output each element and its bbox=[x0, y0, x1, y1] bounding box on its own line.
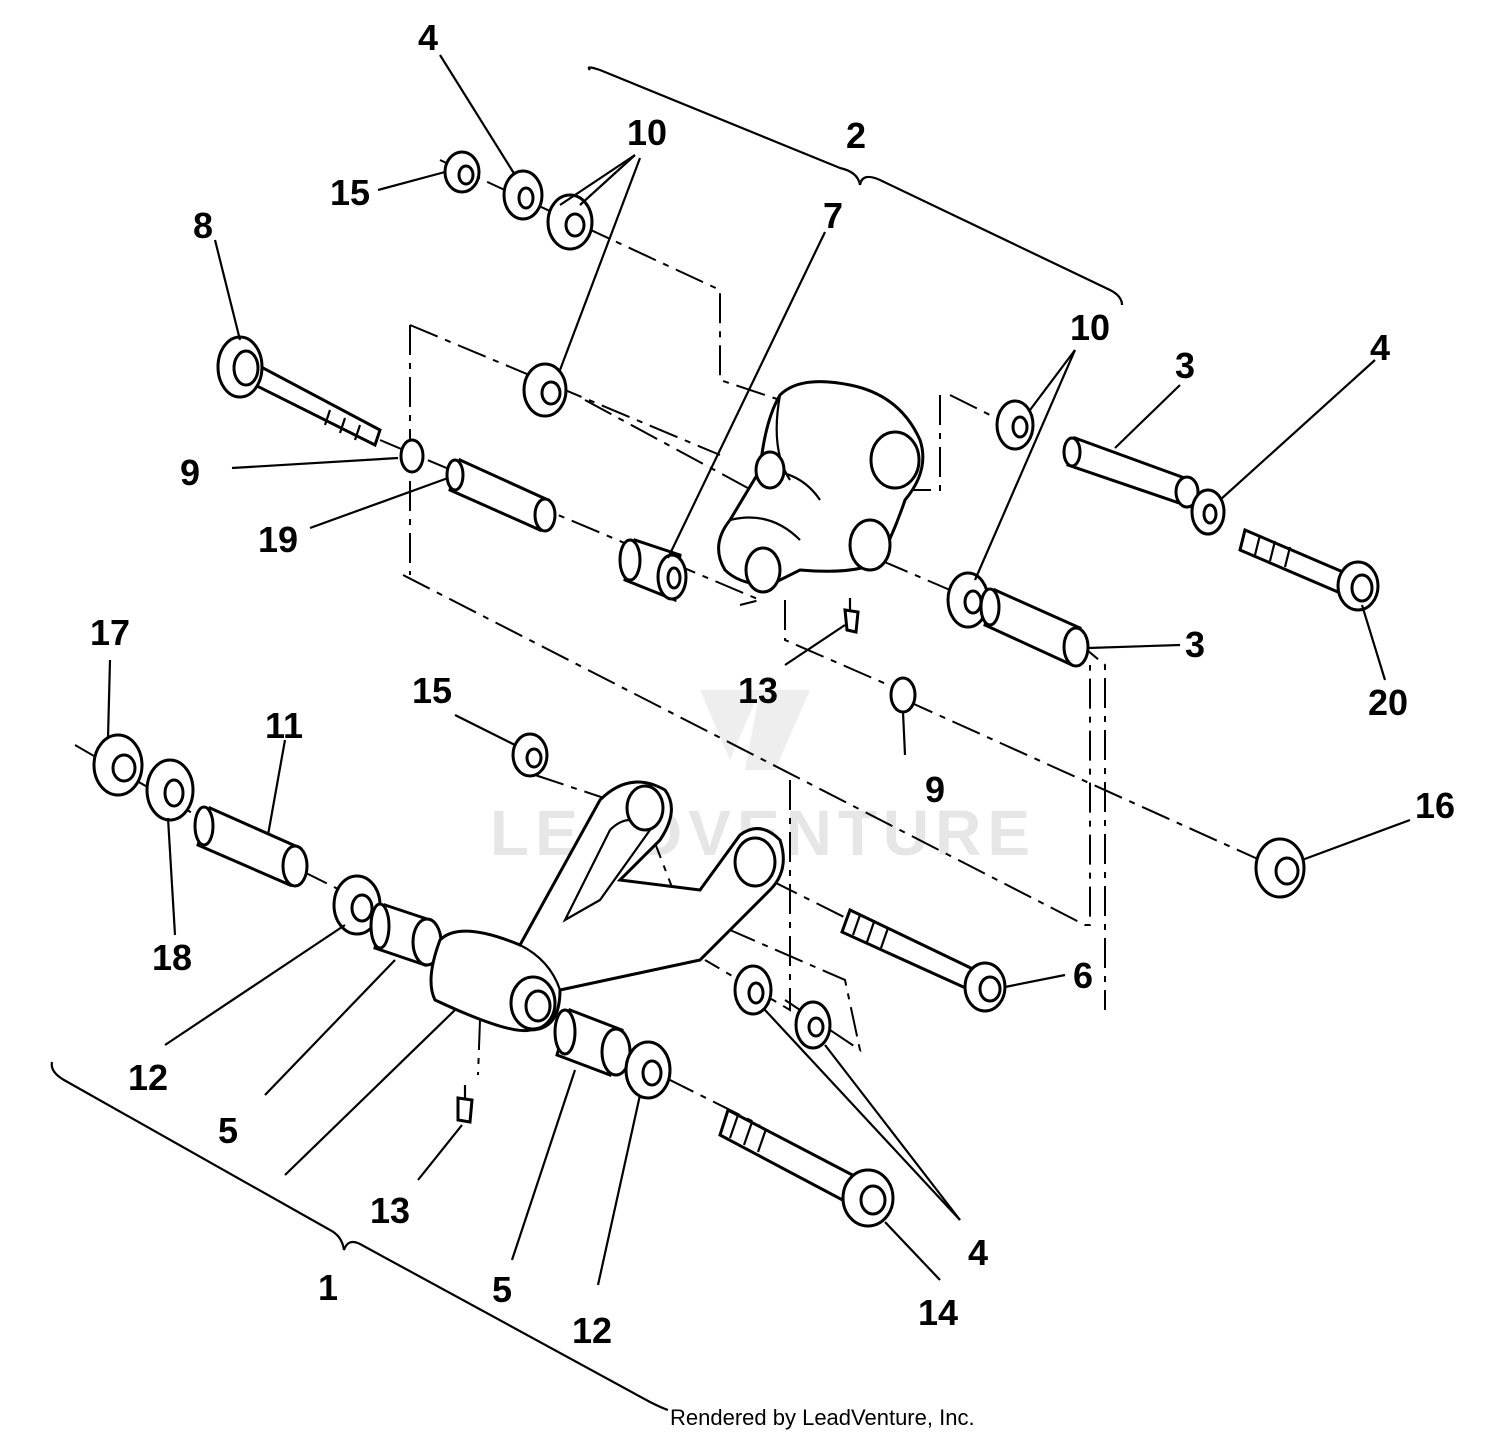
callout-10: 10 bbox=[1070, 307, 1110, 348]
washer-4-right bbox=[1190, 488, 1226, 536]
bushing-7 bbox=[618, 538, 688, 603]
callout-3: 3 bbox=[1175, 345, 1195, 386]
nut-17 bbox=[92, 733, 144, 797]
leader-lines bbox=[106, 54, 1411, 1286]
sleeve-3-lower bbox=[979, 587, 1090, 668]
sleeve-19 bbox=[445, 457, 557, 533]
callout-12: 12 bbox=[572, 1310, 612, 1351]
ring-9-lower bbox=[889, 676, 917, 714]
footer-credit: Rendered by LeadVenture, Inc. bbox=[670, 1405, 975, 1430]
callout-16: 16 bbox=[1415, 785, 1455, 826]
sleeve-11 bbox=[193, 805, 309, 888]
callout-9: 9 bbox=[180, 452, 200, 493]
callout-11: 11 bbox=[265, 705, 303, 746]
callout-12: 12 bbox=[128, 1057, 168, 1098]
callout-19: 19 bbox=[258, 519, 298, 560]
callout-4: 4 bbox=[968, 1232, 988, 1273]
washer-4-lower-a bbox=[733, 964, 773, 1016]
washer-18 bbox=[145, 758, 195, 822]
bolt-14 bbox=[718, 1107, 895, 1228]
callout-15: 15 bbox=[330, 172, 370, 213]
washer-4-lower-b bbox=[794, 1000, 832, 1050]
nut-16 bbox=[1254, 837, 1306, 899]
spacer-5-upper bbox=[369, 902, 443, 968]
sleeve-3-upper bbox=[1062, 436, 1200, 509]
callout-4: 4 bbox=[418, 17, 438, 58]
bolt-8 bbox=[216, 335, 382, 448]
grease-fitting-13-upper bbox=[843, 598, 860, 634]
callout-20: 20 bbox=[1368, 682, 1408, 723]
bolt-6 bbox=[840, 907, 1007, 1013]
bushing-12-lower bbox=[624, 1040, 672, 1100]
callout-15: 15 bbox=[412, 670, 452, 711]
bushing-12-upper bbox=[332, 874, 382, 936]
bracket-assembly-1 bbox=[50, 1061, 669, 1412]
bushing-10-top bbox=[546, 193, 594, 251]
callout-3: 3 bbox=[1185, 624, 1205, 665]
spacer-5-lower bbox=[553, 1008, 632, 1077]
callout-4: 4 bbox=[1370, 327, 1390, 368]
callout-7: 7 bbox=[823, 195, 843, 236]
bolt-20 bbox=[1238, 527, 1380, 612]
callout-1: 1 bbox=[318, 1267, 338, 1308]
rocker-bracket-2 bbox=[717, 380, 925, 594]
nut-15-lower bbox=[511, 732, 549, 778]
bushing-10-left bbox=[522, 362, 568, 418]
callout-5: 5 bbox=[218, 1110, 238, 1151]
callout-labels: 4 10 2 15 8 7 10 3 4 9 19 17 3 13 15 20 … bbox=[90, 17, 1455, 1351]
link-arm-1 bbox=[429, 780, 785, 1033]
grease-fitting-13-lower bbox=[456, 1085, 474, 1124]
callout-5: 5 bbox=[492, 1269, 512, 1310]
callout-10: 10 bbox=[627, 112, 667, 153]
callout-18: 18 bbox=[152, 937, 192, 978]
callout-8: 8 bbox=[193, 205, 213, 246]
callout-9: 9 bbox=[925, 769, 945, 810]
callout-2: 2 bbox=[846, 115, 866, 156]
bracket-assembly-2 bbox=[587, 66, 1124, 306]
callout-13: 13 bbox=[738, 670, 778, 711]
nut-15-upper bbox=[443, 150, 481, 194]
washer-4-upper bbox=[502, 169, 544, 221]
bushing-10-right bbox=[995, 399, 1035, 451]
right-dash-box bbox=[879, 394, 1001, 591]
callout-13: 13 bbox=[370, 1190, 410, 1231]
callout-17: 17 bbox=[90, 612, 130, 653]
ring-9-upper bbox=[399, 438, 425, 474]
callout-14: 14 bbox=[918, 1292, 958, 1333]
callout-6: 6 bbox=[1073, 955, 1093, 996]
